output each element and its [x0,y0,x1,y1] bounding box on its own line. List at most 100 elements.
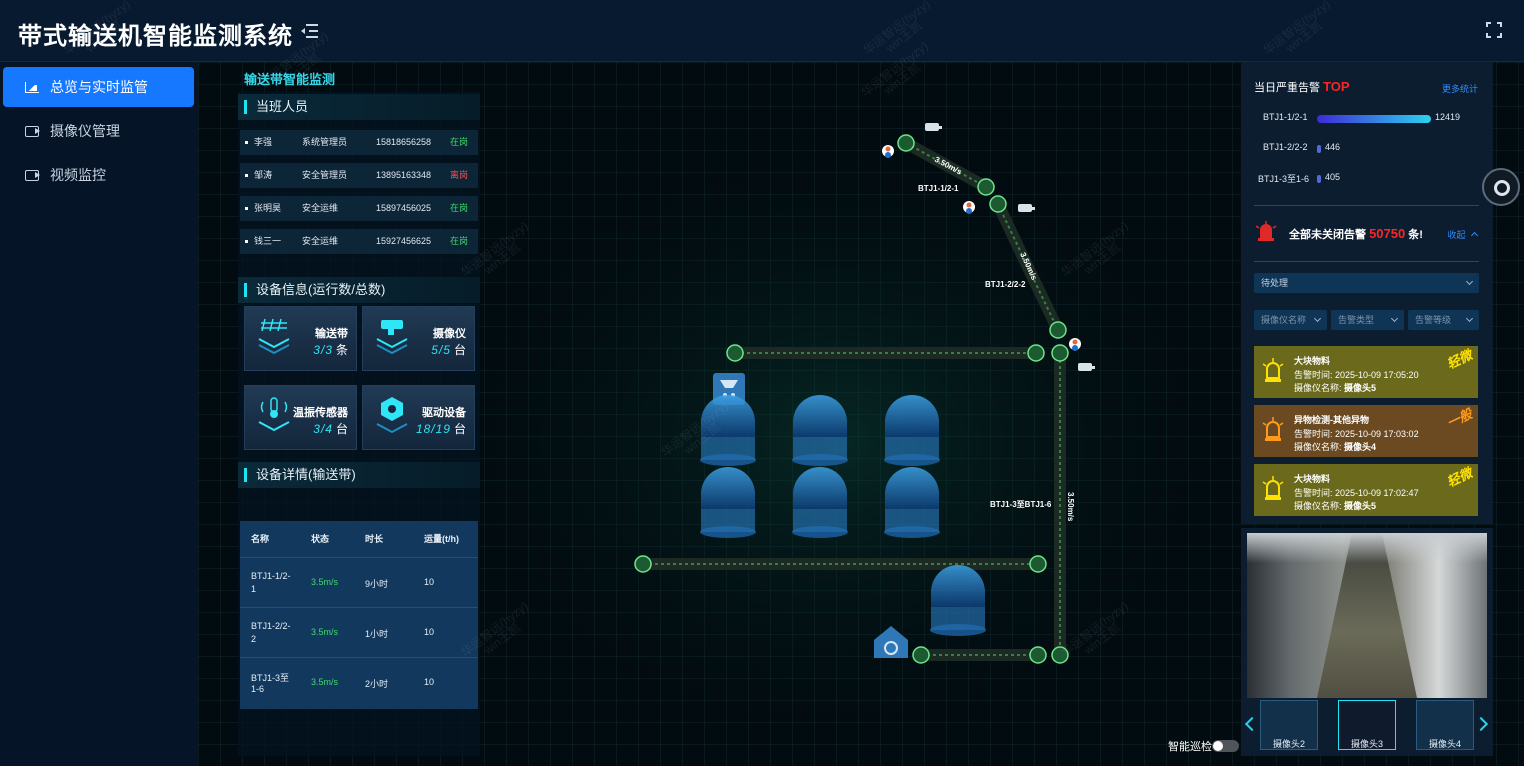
belt-label-3: BTJ1-3至BTJ1-6 [990,500,1052,509]
cell-name: 1-6 [251,684,265,694]
table-header: 名称 [251,534,270,544]
alarm-camera: 摄像仪名称: 摄像头4 [1294,442,1377,452]
menu-collapse-icon[interactable] [301,23,318,39]
alarm-camera: 摄像仪名称: 摄像头5 [1294,383,1377,393]
chevron-left-icon[interactable] [1244,714,1254,734]
recycle-station-icon [874,626,908,658]
video-panel: 摄像头2 摄像头3 摄像头4 [1241,528,1493,756]
top-alarm-row[interactable]: BTJ1-2/2-2 446 [1241,142,1493,156]
settings-gear-icon[interactable] [1482,168,1520,206]
patrol-toggle[interactable] [1212,740,1239,752]
table-row[interactable]: BTJ1-3至 1-6 3.5m/s 2小时 10 [240,657,478,707]
alarm-title: 大块物料 [1294,356,1331,366]
staff-status: 在岗 [450,236,469,246]
top-alarm-label: BTJ1-1/2-1 [1263,112,1308,122]
staff-phone: 15897456025 [376,203,432,213]
camera-icon[interactable] [925,123,1095,371]
alarm-time: 告警时间: 2025-10-09 17:05:20 [1294,370,1419,380]
gear-icon [376,397,408,434]
alarm-card[interactable]: 大块物料 告警时间: 2025-10-09 17:05:20 摄像仪名称: 摄像… [1254,346,1478,398]
status-filter-select[interactable]: 待处理 [1254,273,1479,293]
conveyor-detail-table: 名称 状态 时长 运量(t/h) BTJ1-1/2- 1 3.5m/s 9小时 … [240,521,478,709]
type-filter-select[interactable]: 告警类型 [1331,310,1404,330]
camera-thumb[interactable]: 摄像头3 [1338,700,1396,750]
sidebar-item-label: 视频监控 [50,167,106,183]
top-alarm-label: BTJ1-2/2-2 [1263,142,1308,152]
sidebar-item-video-monitoring[interactable]: 视频监控 [3,155,194,195]
camera-video-feed[interactable] [1247,533,1487,698]
top-alarm-row[interactable]: BTJ1-3至1-6 405 [1241,172,1493,186]
chevron-right-icon[interactable] [1477,714,1487,734]
alarm-siren-icon [1262,476,1284,500]
conveyor-map: BTJ1-1/2-1 BTJ1-2/2-2 BTJ1-3至BTJ1-6 3.50… [418,112,1258,766]
staff-name: 李强 [254,137,273,147]
sidebar-item-overview[interactable]: 总览与实时监管 [3,67,194,107]
sidebar-item-label: 总览与实时监管 [50,79,148,95]
top-alarm-title: 当日严重告警 TOP [1254,79,1350,94]
alarm-siren-icon [1262,358,1284,382]
camera-icon [25,125,40,137]
top-alarm-label: BTJ1-3至1-6 [1258,174,1310,184]
camera-filter-select[interactable]: 摄像仪名称 [1254,310,1327,330]
belt-btj1-3[interactable] [643,347,1066,661]
table-row[interactable]: BTJ1-1/2- 1 3.5m/s 9小时 10 [240,557,478,607]
table-row[interactable]: BTJ1-2/2- 2 3.5m/s 1小时 10 [240,607,478,657]
staff-role: 安全运维 [302,203,339,213]
belt-btj1-1[interactable] [900,137,992,193]
top-alarm-value: 405 [1325,172,1341,182]
belt-btj1-2[interactable] [992,198,1064,336]
top-alarm-value: 12419 [1435,112,1461,122]
collapse-button[interactable]: 收起 [1447,228,1479,241]
belt-label-2: BTJ1-2/2-2 [985,280,1026,289]
speed-label-3: 3.50m/s [1066,492,1075,522]
sidebar-item-camera-management[interactable]: 摄像仪管理 [3,111,194,151]
divider [1254,205,1479,206]
alarm-card[interactable]: 大块物料 告警时间: 2025-10-09 17:02:47 摄像仪名称: 摄像… [1254,464,1478,516]
top-bar: 带式输送机智能监测系统 [0,0,1524,62]
device-name: 驱动设备 [422,407,466,419]
devices-section-title: 设备信息(运行数/总数) [238,277,480,303]
alarm-title: 大块物料 [1294,474,1331,484]
fullscreen-icon[interactable] [1486,22,1502,38]
camera-thumb[interactable]: 摄像头2 [1260,700,1318,750]
camera-thumb[interactable]: 摄像头4 [1416,700,1474,750]
staff-role: 系统管理员 [302,137,348,147]
cell-volume: 10 [424,577,435,587]
chevron-down-icon [1465,277,1474,286]
alarm-card[interactable]: 异物检测-其他异物 告警时间: 2025-10-09 17:03:02 摄像仪名… [1254,405,1478,457]
top-alarm-row[interactable]: BTJ1-1/2-1 12419 [1241,112,1493,126]
conveyor-icon [258,318,290,355]
staff-name: 张明昊 [254,203,282,213]
chevron-up-icon [1470,231,1479,240]
level-filter-select[interactable]: 告警等级 [1408,310,1479,330]
more-stats-link[interactable]: 更多统计 [1441,84,1478,94]
top-alarm-value: 446 [1325,142,1341,152]
staff-role: 安全管理员 [302,170,348,180]
staff-status: 在岗 [450,203,469,213]
alarm-title: 异物检测-其他异物 [1294,415,1369,425]
chart-icon [25,81,39,93]
camera-icon [25,169,40,181]
bullet [245,240,248,243]
app-title: 带式输送机智能监测系统 [18,23,293,50]
alarm-level-badge: 轻微 [1444,347,1475,372]
cell-duration: 2小时 [365,679,389,689]
staff-row: 邹涛 安全管理员 13895163348 离岗 [240,163,478,188]
sidebar-item-label: 摄像仪管理 [50,123,120,139]
chevron-down-icon [1390,314,1399,323]
person-icon[interactable] [882,145,1081,351]
roller-group [634,134,1069,664]
table-header: 时长 [365,534,384,544]
bullet [245,174,248,177]
left-panel: 当班人员 李强 系统管理员 15818656258 在岗 邹涛 安全管理员 13… [238,92,480,756]
alarm-time: 告警时间: 2025-10-09 17:02:47 [1294,488,1419,498]
patrol-label: 智能巡检 [1168,741,1212,753]
